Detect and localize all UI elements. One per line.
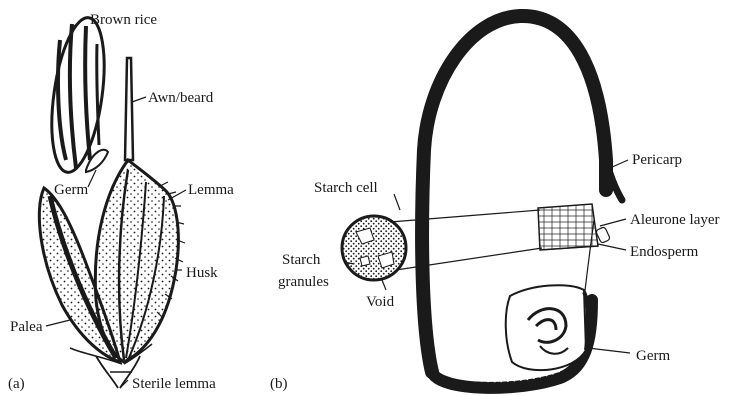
- panel-a: Brown rice Awn/beard Germ Lemma Husk Pal…: [8, 12, 234, 392]
- label-pericarp: Pericarp: [632, 152, 682, 168]
- aleurone-cell-block: [538, 204, 610, 250]
- label-starch-granules-1: Starch: [282, 252, 321, 268]
- label-brown-rice: Brown rice: [90, 12, 157, 28]
- label-awn-beard: Awn/beard: [148, 90, 214, 106]
- label-sterile-lemma: Sterile lemma: [132, 376, 216, 392]
- magnification-lines: [390, 210, 542, 270]
- label-aleurone-layer: Aleurone layer: [630, 212, 720, 228]
- panel-a-letter: (a): [8, 376, 25, 392]
- embryo-germ: [506, 285, 588, 370]
- label-lemma: Lemma: [188, 182, 234, 198]
- label-endosperm: Endosperm: [630, 244, 699, 260]
- label-germ: Germ: [54, 182, 88, 198]
- label-starch-granules-2: granules: [278, 274, 329, 290]
- label-void: Void: [366, 294, 395, 310]
- label-starch-cell: Starch cell: [314, 180, 378, 196]
- panel-b: Starch cell Starch granules Void Pericar…: [270, 16, 720, 392]
- label-husk: Husk: [186, 265, 218, 281]
- label-germ-b: Germ: [636, 348, 670, 364]
- label-palea: Palea: [10, 319, 43, 335]
- panel-b-letter: (b): [270, 376, 288, 392]
- awn-beard: [125, 58, 133, 160]
